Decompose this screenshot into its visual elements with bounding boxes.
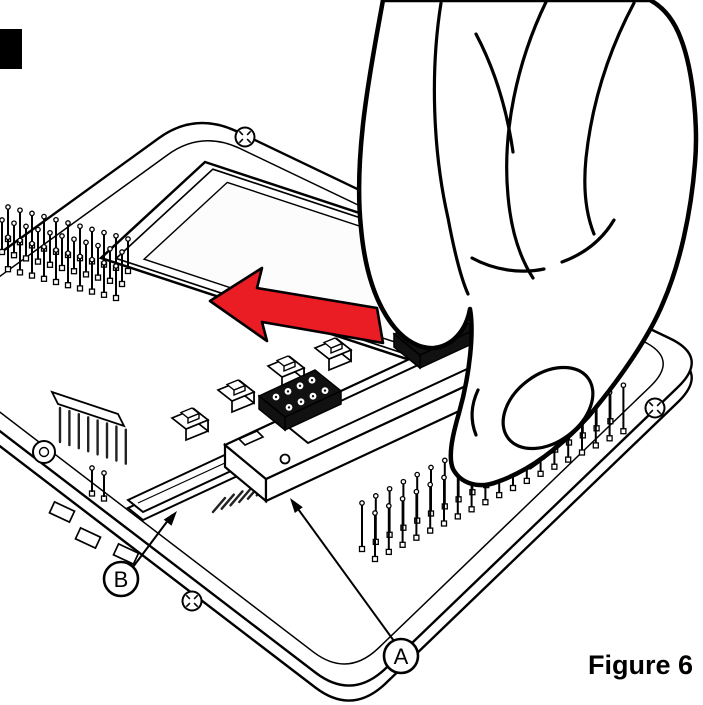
module-pin-socket-1 bbox=[257, 369, 343, 432]
socket-slot-line bbox=[137, 456, 239, 504]
module-small-component bbox=[237, 430, 265, 446]
figure-caption: Figure 6 bbox=[588, 650, 693, 680]
two-pin-header bbox=[88, 465, 108, 502]
callout-a-arrowhead-icon bbox=[290, 498, 303, 513]
sil-connector-legs bbox=[58, 406, 128, 465]
board-socket bbox=[126, 450, 248, 522]
round-capacitor-center bbox=[38, 446, 50, 458]
hand bbox=[356, 0, 699, 488]
callout-a-leader bbox=[292, 501, 395, 642]
callout-a-circle bbox=[382, 637, 420, 675]
callout-b: B bbox=[102, 511, 177, 598]
pin-header-left bbox=[0, 204, 132, 302]
removal-direction-arrow-icon bbox=[208, 266, 385, 345]
thumbnail bbox=[501, 365, 595, 451]
hand-silhouette bbox=[356, 0, 699, 488]
callout-b-label: B bbox=[114, 567, 129, 592]
sil-connector bbox=[50, 390, 126, 428]
callout-a-label: A bbox=[394, 644, 409, 669]
corner-mark bbox=[0, 29, 22, 69]
callout-b-arrowhead-icon bbox=[163, 511, 177, 526]
callout-a: A bbox=[290, 498, 420, 675]
module-mounting-hole bbox=[279, 453, 291, 465]
hand-detail-lines bbox=[432, 0, 636, 470]
smd-resistors bbox=[48, 500, 140, 566]
callout-b-leader bbox=[132, 514, 173, 568]
callout-b-circle bbox=[102, 560, 140, 598]
board-margin-line bbox=[0, 140, 664, 665]
